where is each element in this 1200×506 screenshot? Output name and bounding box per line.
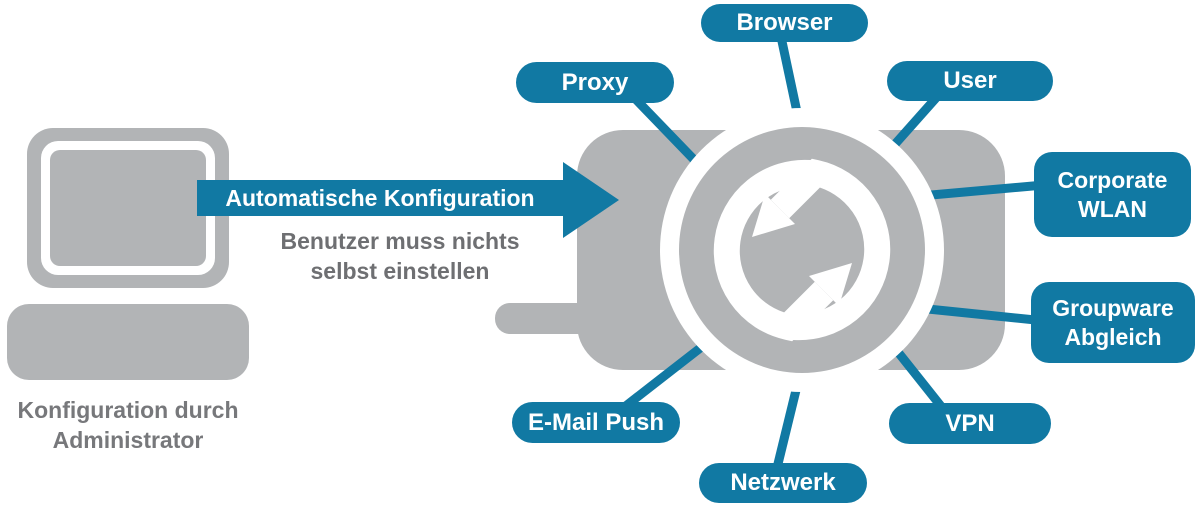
node-browser: Browser [701,4,868,42]
sync-arrowhead-ne [809,263,852,306]
node-vpn: VPN [889,403,1051,444]
config-arrow-note: Benutzer muss nichts selbst einstellen [270,226,530,286]
computer-caption: Konfiguration durch Administrator [0,395,256,455]
desktop-computer-icon [27,128,229,288]
config-arrow-label: Automatische Konfiguration [225,185,535,211]
node-email-push: E-Mail Push [512,402,680,443]
sync-arrow-left [713,159,834,342]
computer-caption-line1: Konfiguration durch [17,397,239,423]
connector-line-netzwerk [771,380,803,474]
device-handle [495,303,595,334]
connector-line-email-push [615,338,711,416]
config-arrow-note-line2: selbst einstellen [310,258,490,284]
config-arrow-head [563,162,619,238]
connector-line-vpn [886,339,952,418]
config-arrow-note-line1: Benutzer muss nichts [280,228,520,254]
config-arrow: Automatische Konfiguration [197,180,563,216]
computer-caption-line2: Administrator [52,427,204,453]
node-proxy: Proxy [516,62,674,103]
sync-arrow-right [770,158,891,341]
monitor-screen [50,150,206,266]
node-user: User [887,61,1053,101]
node-corporate-wlan: Corporate WLAN [1034,152,1191,237]
sync-arrowhead-sw [752,194,795,237]
monitor-frame [41,141,215,275]
connector-line-corporate-wlan [919,179,1056,201]
connector-line-browser [775,31,802,113]
sync-arrows-icon [660,108,944,392]
node-groupware-abgleich: Groupware Abgleich [1031,282,1195,363]
node-netzwerk: Netzwerk [699,463,867,503]
keyboard-icon [7,304,249,380]
